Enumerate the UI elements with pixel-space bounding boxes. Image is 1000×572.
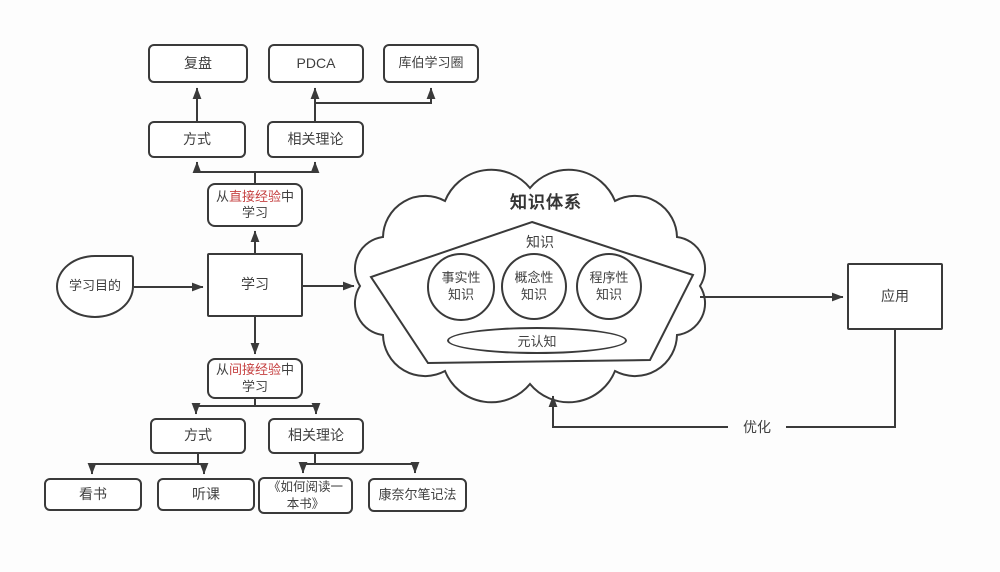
node-learning: 学习	[207, 253, 303, 317]
node-method-bottom-label: 方式	[184, 427, 212, 444]
optimize-edge-label: 优化	[728, 419, 786, 436]
node-application: 应用	[847, 263, 943, 330]
indirect-prefix: 从	[215, 362, 229, 378]
node-method-top: 方式	[148, 121, 246, 158]
circle-procedural-knowledge: 程序性 知识	[576, 253, 642, 320]
direct-suffix: 中	[281, 188, 295, 204]
node-theory-bottom: 相关理论	[268, 418, 364, 454]
node-learning-label: 学习	[241, 276, 269, 293]
circle-conceptual-knowledge: 概念性 知识	[501, 253, 567, 320]
direct-line2: 学习	[241, 205, 268, 220]
direct-highlight: 直接经验	[228, 188, 281, 204]
procedural-line1: 程序性	[589, 269, 629, 285]
node-learning-purpose: 学习目的	[56, 255, 134, 318]
ellipse-metacognition: 元认知	[447, 327, 627, 354]
node-how-to-read-a-book: 《如何阅读一本书》	[258, 477, 353, 514]
direct-prefix: 从	[215, 188, 229, 204]
node-method-top-label: 方式	[183, 130, 211, 147]
node-learn-from-indirect-experience: 从间接经验中 学习	[207, 358, 303, 399]
knowledge-cloud-title: 知识体系	[510, 193, 582, 212]
indirect-suffix: 中	[281, 362, 295, 378]
node-attend-lectures-label: 听课	[192, 485, 220, 502]
node-pdca-label: PDCA	[296, 54, 336, 71]
node-purpose-label: 学习目的	[68, 278, 121, 294]
node-cornell-notes: 康奈尔笔记法	[368, 478, 467, 512]
node-review: 复盘	[148, 44, 248, 83]
factual-line1: 事实性	[441, 270, 481, 286]
indirect-highlight: 间接经验	[228, 362, 281, 378]
conceptual-line2: 知识	[520, 286, 547, 302]
node-application-label: 应用	[881, 287, 909, 304]
node-theory-top-label: 相关理论	[287, 130, 344, 147]
node-attend-lectures: 听课	[157, 478, 255, 511]
indirect-line2: 学习	[241, 378, 268, 394]
circle-factual-knowledge: 事实性 知识	[427, 253, 495, 321]
arrows	[87, 87, 896, 475]
factual-line2: 知识	[447, 287, 474, 302]
node-kolb-label: 库伯学习圈	[398, 55, 464, 71]
node-learn-from-direct-experience: 从直接经验中 学习	[207, 183, 303, 227]
node-method-bottom: 方式	[150, 418, 246, 454]
node-read-books: 看书	[44, 478, 142, 511]
node-theory-top: 相关理论	[267, 121, 364, 158]
node-kolb-learning-circle: 库伯学习圈	[383, 44, 479, 83]
metacognition-label: 元认知	[517, 334, 557, 349]
node-theory-bottom-label: 相关理论	[288, 427, 344, 444]
node-how-to-read-label: 《如何阅读一本书》	[267, 480, 343, 511]
node-cornell-label: 康奈尔笔记法	[378, 486, 457, 502]
conceptual-line1: 概念性	[514, 269, 554, 285]
procedural-line2: 知识	[595, 286, 622, 302]
node-read-books-label: 看书	[79, 485, 107, 502]
node-review-label: 复盘	[184, 54, 212, 71]
node-pdca: PDCA	[268, 44, 364, 83]
pentagon-label: 知识	[526, 234, 554, 250]
